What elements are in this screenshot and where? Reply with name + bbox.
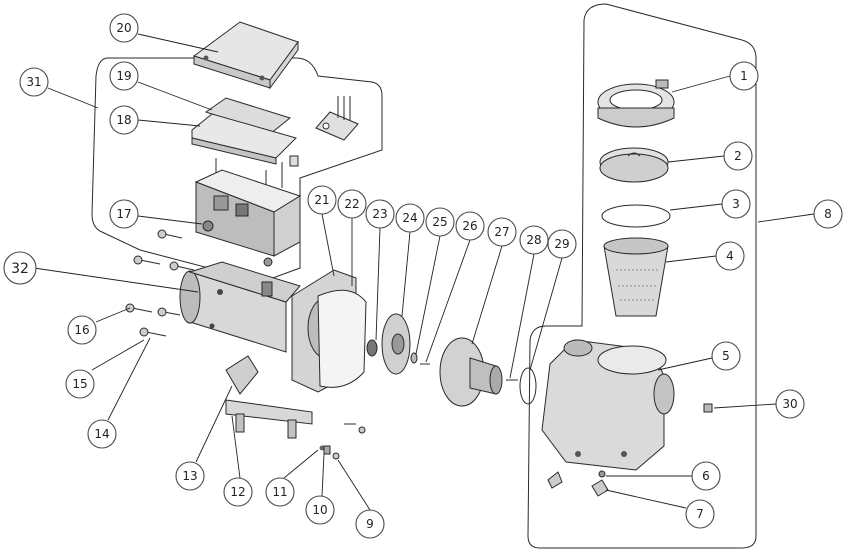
- basket-part: [603, 237, 669, 317]
- svg-text:11: 11: [272, 485, 287, 499]
- callout-14: 14: [87, 419, 117, 449]
- svg-text:15: 15: [72, 377, 87, 391]
- callout-2: 2: [723, 141, 753, 171]
- svg-text:5: 5: [722, 349, 730, 363]
- drive-cover-part: [192, 21, 299, 90]
- lid-oring-part: [601, 204, 671, 228]
- svg-text:7: 7: [696, 507, 704, 521]
- base-support-part: [225, 355, 313, 439]
- gasket-part: [317, 289, 367, 388]
- impeller-part: [381, 313, 411, 375]
- callout-1: 1: [729, 61, 759, 91]
- callout-16: 16: [67, 315, 97, 345]
- svg-text:21: 21: [314, 193, 329, 207]
- callout-10: 10: [305, 495, 335, 525]
- callout-8: 8: [813, 199, 843, 229]
- callout-32: 32: [3, 251, 37, 285]
- callout-20: 20: [109, 13, 139, 43]
- callout-3: 3: [721, 189, 751, 219]
- callout-12: 12: [223, 477, 253, 507]
- svg-text:25: 25: [432, 215, 447, 229]
- seal-part: [366, 339, 378, 357]
- callout-25: 25: [425, 207, 455, 237]
- svg-text:28: 28: [526, 233, 541, 247]
- callout-17: 17: [109, 199, 139, 229]
- svg-text:3: 3: [732, 197, 740, 211]
- bracket-part: [315, 96, 359, 141]
- callout-21: 21: [307, 185, 337, 215]
- motor-assembly-outline: [91, 57, 383, 283]
- callout-11: 11: [265, 477, 295, 507]
- svg-text:24: 24: [402, 211, 417, 225]
- svg-text:31: 31: [26, 75, 41, 89]
- svg-text:10: 10: [312, 503, 327, 517]
- svg-text:30: 30: [782, 397, 797, 411]
- motor-part: [179, 261, 301, 353]
- svg-text:32: 32: [11, 261, 29, 277]
- svg-text:17: 17: [116, 207, 131, 221]
- bolts-part: [125, 229, 195, 337]
- small-hardware-part: [319, 423, 366, 460]
- callout-31: 31: [19, 67, 49, 97]
- diffuser-part: [439, 337, 503, 407]
- svg-text:27: 27: [494, 225, 509, 239]
- svg-text:20: 20: [116, 21, 131, 35]
- svg-text:13: 13: [182, 469, 197, 483]
- callout-19: 19: [109, 61, 139, 91]
- svg-text:19: 19: [116, 69, 131, 83]
- svg-text:26: 26: [462, 219, 477, 233]
- callout-28: 28: [519, 225, 549, 255]
- callout-27: 27: [487, 217, 517, 247]
- svg-text:1: 1: [740, 69, 748, 83]
- svg-text:23: 23: [372, 207, 387, 221]
- callout-29: 29: [547, 229, 577, 259]
- washer-part: [410, 352, 418, 364]
- drain-plug-part: [703, 403, 713, 413]
- callout-22: 22: [337, 189, 367, 219]
- svg-text:18: 18: [116, 113, 131, 127]
- foot-hardware-part: [547, 470, 609, 497]
- svg-text:4: 4: [726, 249, 734, 263]
- callout-30: 30: [775, 389, 805, 419]
- strainer-assembly-outline: [527, 3, 757, 549]
- svg-text:14: 14: [94, 427, 109, 441]
- callout-7: 7: [685, 499, 715, 529]
- callout-5: 5: [711, 341, 741, 371]
- svg-text:29: 29: [554, 237, 569, 251]
- drive-enclosure-part: [194, 169, 302, 267]
- svg-text:22: 22: [344, 197, 359, 211]
- callout-9: 9: [355, 509, 385, 539]
- svg-text:8: 8: [824, 207, 832, 221]
- callout-26: 26: [455, 211, 485, 241]
- leader-lines: [33, 33, 815, 511]
- lid-part: [599, 147, 669, 183]
- keypad-part: [191, 97, 297, 165]
- callout-6: 6: [691, 461, 721, 491]
- svg-text:6: 6: [702, 469, 710, 483]
- callout-23: 23: [365, 199, 395, 229]
- callout-24: 24: [395, 203, 425, 233]
- oring-part: [519, 367, 537, 405]
- lid-ring-part: [597, 79, 675, 128]
- strainer-housing-part: [541, 339, 675, 471]
- svg-text:12: 12: [230, 485, 245, 499]
- callout-15: 15: [65, 369, 95, 399]
- svg-text:9: 9: [366, 517, 374, 531]
- svg-text:2: 2: [734, 149, 742, 163]
- callout-4: 4: [715, 241, 745, 271]
- svg-text:16: 16: [74, 323, 89, 337]
- callout-18: 18: [109, 105, 139, 135]
- callout-13: 13: [175, 461, 205, 491]
